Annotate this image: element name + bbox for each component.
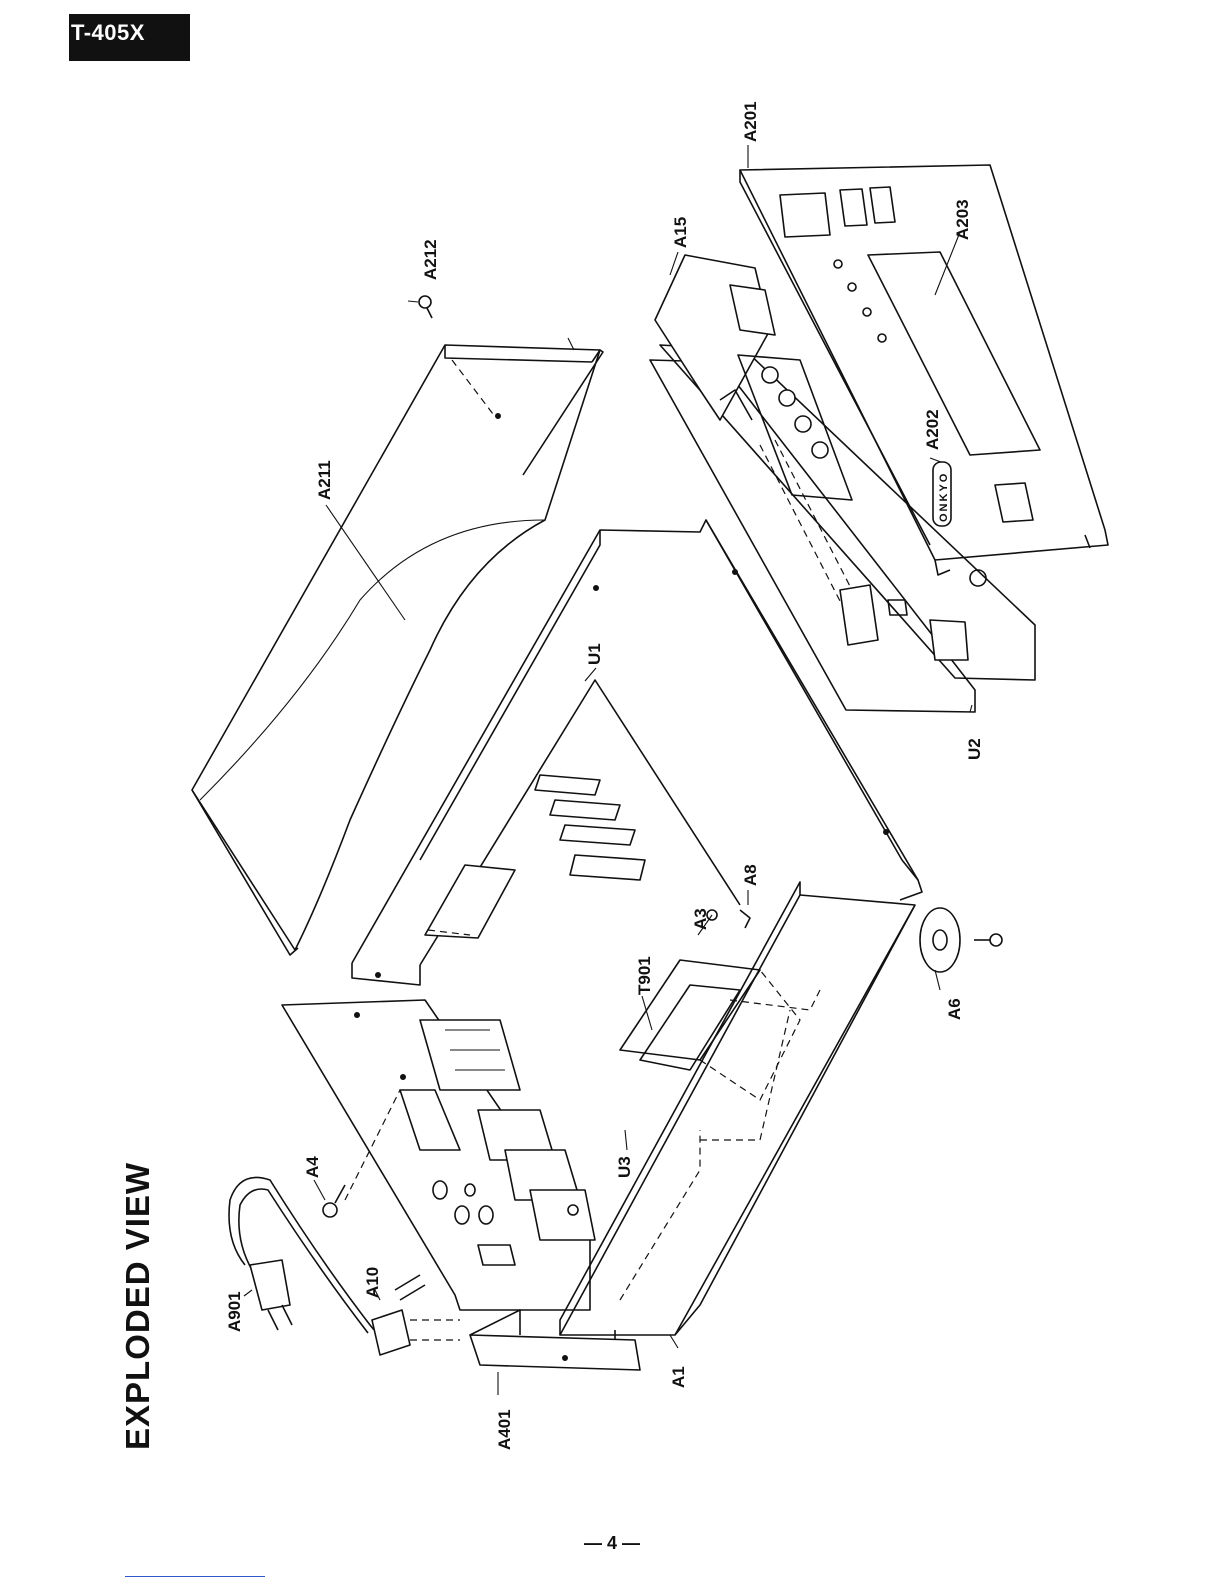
label-a211: A211 xyxy=(315,460,334,500)
label-a202: A202 xyxy=(923,409,942,450)
label-a15: A15 xyxy=(671,217,690,248)
fastener-a8 xyxy=(740,910,750,928)
brand-logo: ONKYO xyxy=(938,472,950,522)
label-a6: A6 xyxy=(945,998,964,1020)
label-a901: A901 xyxy=(225,1291,244,1332)
bottom-rule xyxy=(125,1576,265,1577)
foot-a6 xyxy=(920,908,1002,972)
label-a10: A10 xyxy=(363,1267,382,1298)
leader-lines xyxy=(244,145,972,1395)
label-a1: A1 xyxy=(669,1366,688,1388)
screw-a4 xyxy=(323,1185,345,1217)
label-a8: A8 xyxy=(741,864,760,886)
rear-panel-a401 xyxy=(282,1000,640,1370)
label-t901: T901 xyxy=(635,956,654,995)
label-u1: U1 xyxy=(585,643,604,665)
label-u2: U2 xyxy=(965,738,984,760)
label-a203: A203 xyxy=(953,199,972,240)
front-panel-a201 xyxy=(740,165,1108,586)
front-subpanel-u2 xyxy=(650,255,1035,712)
label-a4: A4 xyxy=(303,1156,322,1178)
page-number: — 4 — xyxy=(0,1533,1224,1554)
label-a401: A401 xyxy=(495,1409,514,1450)
screw-a212 xyxy=(419,296,432,318)
label-a201: A201 xyxy=(741,101,760,142)
label-a212: A212 xyxy=(421,239,440,280)
power-cord-a901 xyxy=(229,1178,460,1356)
bottom-chassis-a1 xyxy=(560,882,915,1340)
chassis-main-board-u1 xyxy=(352,520,922,985)
label-u3: U3 xyxy=(615,1156,634,1178)
label-a3: A3 xyxy=(691,908,710,930)
